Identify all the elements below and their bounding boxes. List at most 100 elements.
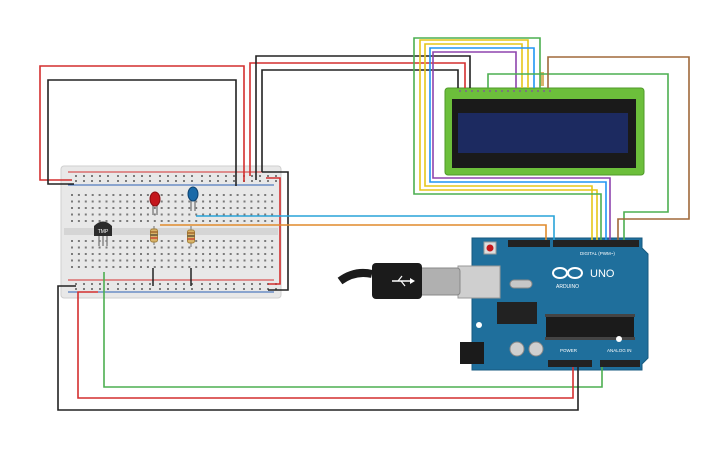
rail-hole: [117, 288, 119, 290]
lcd-pin: [513, 90, 515, 92]
wire-black-top-loop[interactable]: [47, 79, 237, 186]
wire-black-rail-to-lcd[interactable]: [255, 55, 471, 180]
breadboard-hole: [243, 207, 246, 209]
lcd-display[interactable]: [444, 72, 645, 176]
atmega-chip: [546, 316, 634, 338]
wire-blue-lcd-data[interactable]: [429, 47, 607, 240]
wire-red-5v[interactable]: [77, 291, 574, 399]
wire-blue-led-signal[interactable]: [196, 215, 555, 240]
rail-hole: [209, 180, 211, 182]
red-led[interactable]: [149, 191, 161, 215]
breadboard-hole: [271, 246, 274, 249]
breadboard-hole: [222, 240, 225, 242]
wire-orange-led-signal[interactable]: [160, 224, 547, 240]
breadboard-hole: [133, 200, 136, 203]
breadboard-hole: [209, 207, 211, 209]
wire-green-sensor-analog[interactable]: [103, 272, 603, 388]
rail-hole: [191, 283, 193, 285]
rail-hole: [159, 175, 161, 177]
breadboard-hole: [119, 213, 122, 216]
wire-purple-lcd-data[interactable]: [432, 51, 611, 240]
brand-label: ARDUINO: [556, 284, 579, 290]
breadboard-hole: [160, 213, 163, 216]
wire-red-right-rail-link[interactable]: [266, 177, 281, 285]
breadboard-hole: [153, 207, 156, 209]
breadboard-hole: [222, 213, 225, 216]
breadboard-hole: [91, 259, 94, 262]
wire-black-gnd[interactable]: [57, 285, 579, 411]
breadboard-hole: [146, 259, 149, 262]
wire-red-rail-to-lcd[interactable]: [249, 62, 466, 176]
rail-hole: [251, 180, 253, 182]
lcd-resistor: [540, 72, 544, 86]
breadboard-hole: [257, 207, 260, 209]
rail-hole: [107, 175, 109, 177]
breadboard-hole: [140, 240, 142, 242]
breadboard-hole: [126, 220, 129, 222]
breadboard-hole: [236, 253, 239, 255]
wire-green-lcd-enable[interactable]: [487, 73, 669, 240]
breadboard-hole: [174, 246, 177, 249]
breadboard-hole: [188, 200, 191, 203]
rail-hole: [107, 180, 109, 182]
breadboard-hole: [71, 200, 73, 203]
breadboard-hole: [105, 246, 108, 249]
rail-hole: [107, 288, 109, 290]
power-jack: [460, 342, 484, 364]
breadboard[interactable]: [60, 165, 282, 299]
blue-led[interactable]: [187, 186, 199, 211]
breadboard-hole: [229, 253, 232, 255]
temperature-sensor[interactable]: TMP: [94, 221, 112, 247]
rail-hole: [133, 288, 135, 290]
rail-hole: [201, 288, 203, 290]
resistor-right[interactable]: [187, 226, 195, 247]
breadboard-hole: [264, 259, 267, 262]
breadboard-hole: [209, 246, 211, 249]
breadboard-hole: [181, 194, 184, 196]
rail-hole: [75, 180, 77, 182]
breadboard-hole: [126, 253, 129, 255]
wire-yellow-lcd-data[interactable]: [424, 43, 593, 240]
breadboard-hole: [146, 240, 149, 242]
rail-hole: [99, 175, 101, 177]
wire-green-lcd-rs[interactable]: [413, 37, 602, 240]
breadboard-hole: [202, 240, 205, 242]
wire-brown-lcd[interactable]: [547, 56, 690, 240]
wire-black-right-rail-link[interactable]: [262, 171, 289, 291]
wire-red-top-loop[interactable]: [39, 65, 245, 182]
lcd-pin: [507, 90, 509, 92]
breadboard-hole: [174, 207, 177, 209]
rail-hole: [141, 283, 143, 285]
capacitor-2: [528, 341, 544, 357]
rail-hole: [141, 180, 143, 182]
arduino-uno-board[interactable]: UNO ARDUINO DIGITAL (PWM~) POWER ANALOG …: [457, 237, 649, 371]
breadboard-hole: [71, 246, 73, 249]
breadboard-hole: [264, 266, 267, 268]
breadboard-hole: [209, 213, 211, 216]
rail-hole: [183, 180, 185, 182]
rail-hole: [125, 283, 127, 285]
breadboard-hole: [236, 207, 239, 209]
rail-hole: [259, 180, 261, 182]
breadboard-hole: [84, 266, 87, 268]
breadboard-hole: [209, 200, 211, 203]
breadboard-hole: [202, 220, 205, 222]
breadboard-hole: [250, 259, 253, 262]
breadboard-hole: [202, 246, 205, 249]
wire-black-contrast[interactable]: [261, 69, 459, 172]
rail-hole: [201, 175, 203, 177]
breadboard-hole: [195, 259, 198, 262]
rail-hole: [99, 288, 101, 290]
breadboard-hole: [119, 194, 122, 196]
rail-hole: [175, 283, 177, 285]
rail-hole: [183, 288, 185, 290]
rail-hole: [275, 175, 277, 177]
breadboard-hole: [77, 220, 80, 222]
wires: [39, 37, 690, 411]
breadboard-hole: [229, 200, 232, 203]
breadboard-hole: [160, 194, 163, 196]
lcd-screen: [458, 113, 628, 153]
breadboard-hole: [167, 266, 170, 268]
breadboard-hole: [160, 253, 163, 255]
resistor-left[interactable]: [150, 226, 158, 245]
